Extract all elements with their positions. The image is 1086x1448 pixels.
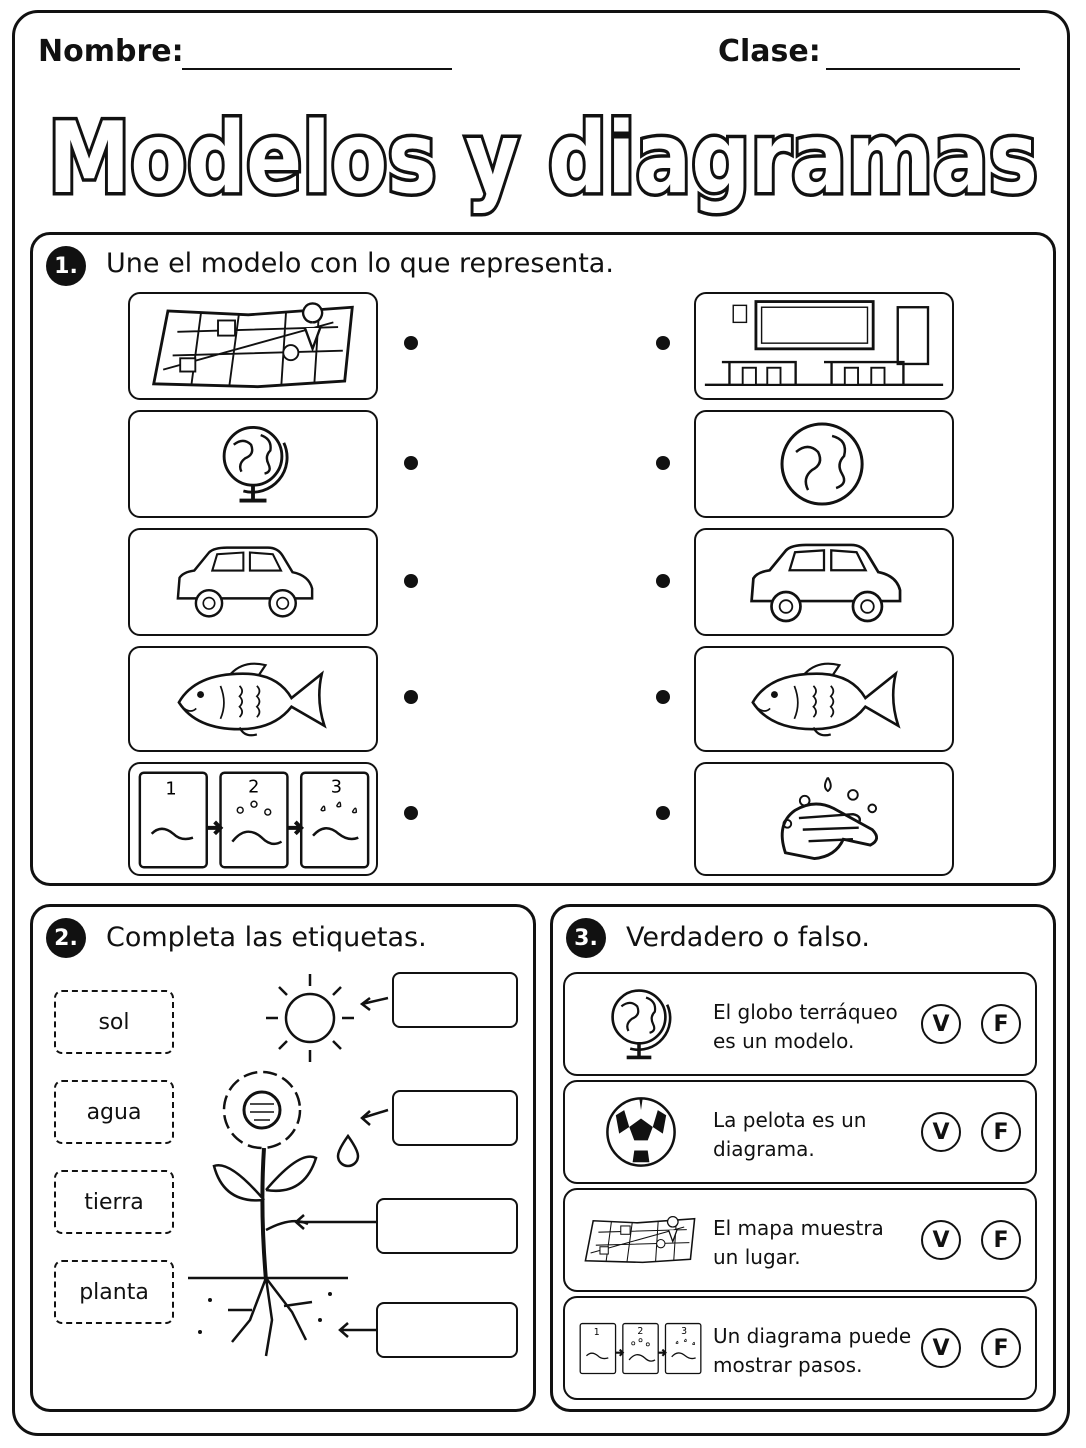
label-blank-soil[interactable]	[376, 1302, 518, 1358]
toy-car-card	[128, 528, 378, 636]
washing-hands-icon	[780, 776, 879, 861]
match-dot-right-1[interactable]	[656, 336, 670, 350]
water-drop-icon	[336, 1133, 360, 1168]
label-blank-sun[interactable]	[392, 972, 518, 1028]
word-card-tierra[interactable]: tierra	[54, 1170, 174, 1234]
section-number-2: 2.	[46, 918, 86, 958]
name-line[interactable]	[182, 68, 452, 70]
handwashing-steps-card	[128, 762, 378, 876]
worksheet-frame	[12, 10, 1070, 1436]
match-dot-left-5[interactable]	[404, 806, 418, 820]
class-line[interactable]	[826, 68, 1020, 70]
svg-text:Modelos y diagramas: Modelos y diagramas	[48, 102, 1038, 216]
word-card-agua[interactable]: agua	[54, 1080, 174, 1144]
name-label: Nombre:	[38, 34, 184, 69]
labeling-section	[30, 904, 536, 1412]
soccer-ball-icon	[606, 1097, 676, 1167]
toy-fish-card	[128, 646, 378, 752]
washing-hands-card	[694, 762, 954, 876]
false-option[interactable]: F	[981, 1004, 1021, 1044]
match-dot-left-3[interactable]	[404, 574, 418, 588]
statement-row-1: El globo terráqueo es un modelo. V F	[563, 972, 1037, 1076]
false-option[interactable]: F	[981, 1220, 1021, 1260]
fish-card	[694, 646, 954, 752]
sunflower-icon	[212, 1070, 318, 1281]
statement-text: El mapa muestra un lugar.	[713, 1216, 884, 1269]
class-label: Clase:	[718, 34, 821, 69]
labeling-instruction: Completa las etiquetas.	[106, 922, 427, 953]
match-dot-right-3[interactable]	[656, 574, 670, 588]
page-title: Modelos y diagramas	[45, 99, 1042, 220]
match-dot-right-5[interactable]	[656, 806, 670, 820]
match-dot-left-1[interactable]	[404, 336, 418, 350]
label-blank-water[interactable]	[392, 1090, 518, 1146]
statement-row-4: Un diagrama puede mostrar pasos. V F	[563, 1296, 1037, 1400]
classroom-card	[694, 292, 954, 400]
map-icon	[130, 294, 376, 398]
true-option[interactable]: V	[921, 1328, 961, 1368]
car-card	[694, 528, 954, 636]
statement-row-2: La pelota es un diagrama. V F	[563, 1080, 1037, 1184]
true-option[interactable]: V	[921, 1220, 961, 1260]
globe-card	[128, 410, 378, 518]
true-option[interactable]: V	[921, 1112, 961, 1152]
statement-text: El globo terráqueo es un modelo.	[713, 1000, 898, 1053]
word-card-planta[interactable]: planta	[54, 1260, 174, 1324]
plant-diagram	[188, 974, 389, 1357]
label-arrows	[294, 996, 389, 1338]
match-dot-left-4[interactable]	[404, 690, 418, 704]
section-number-3: 3.	[566, 918, 606, 958]
statement-text: Un diagrama puede mostrar pasos.	[713, 1324, 912, 1377]
sun-icon	[266, 974, 354, 1062]
fish-icon	[751, 662, 900, 737]
map-card	[128, 292, 378, 400]
true-false-section	[550, 904, 1056, 1412]
match-dot-right-2[interactable]	[656, 456, 670, 470]
toy-fish-icon	[177, 662, 326, 737]
globe-icon	[610, 988, 672, 1060]
earth-icon	[780, 422, 864, 506]
word-card-sol[interactable]: sol	[54, 990, 174, 1054]
true-false-instruction: Verdadero o falso.	[626, 922, 871, 953]
label-blank-plant[interactable]	[376, 1198, 518, 1254]
map-icon	[584, 1215, 696, 1264]
false-option[interactable]: F	[981, 1328, 1021, 1368]
classroom-icon	[703, 300, 945, 387]
section-number-1: 1.	[46, 246, 86, 286]
handwashing-steps-icon	[578, 1321, 703, 1376]
match-dot-left-2[interactable]	[404, 456, 418, 470]
matching-instruction: Une el modelo con lo que representa.	[106, 248, 614, 279]
globe-icon	[222, 425, 290, 503]
true-option[interactable]: V	[921, 1004, 961, 1044]
statement-row-3: El mapa muestra un lugar. V F	[563, 1188, 1037, 1292]
car-icon	[750, 543, 902, 623]
matching-section	[30, 232, 1056, 886]
handwashing-steps-icon	[130, 764, 376, 874]
match-dot-right-4[interactable]	[656, 690, 670, 704]
toy-car-icon	[176, 546, 314, 618]
false-option[interactable]: F	[981, 1112, 1021, 1152]
earth-card	[694, 410, 954, 518]
soil-roots-icon	[188, 1276, 348, 1357]
statement-text: La pelota es un diagrama.	[713, 1108, 867, 1161]
